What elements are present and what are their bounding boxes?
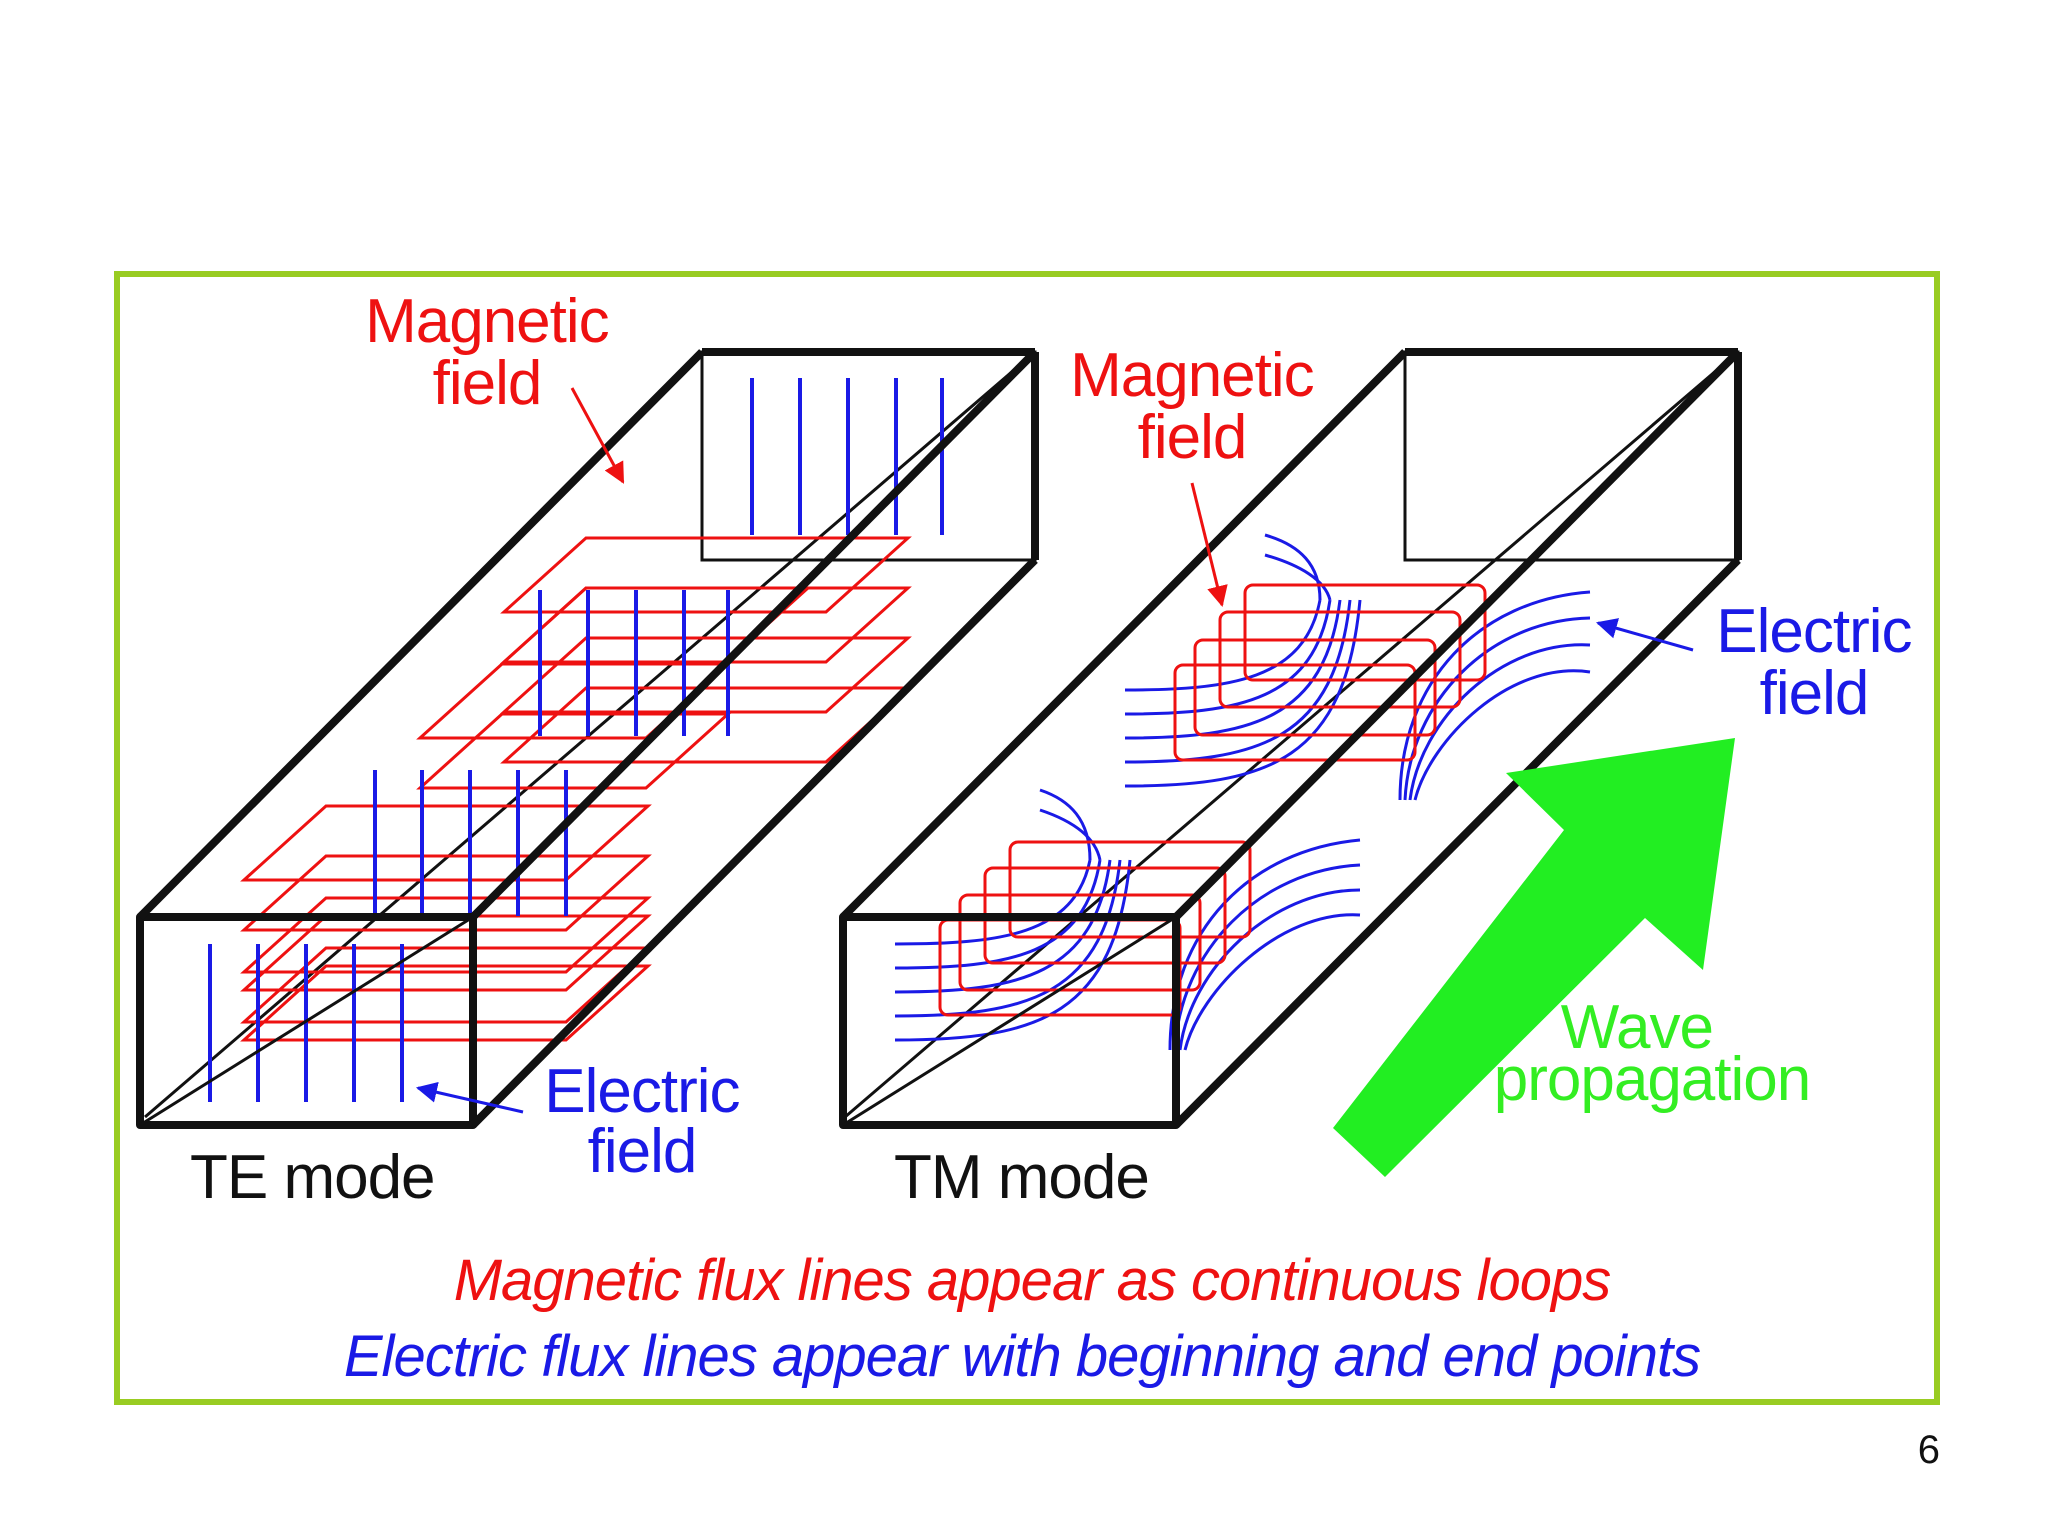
caption-electric: Electric flux lines appear with beginnin… <box>344 1324 1700 1389</box>
tm-electric-label: Electric field <box>1716 597 1928 728</box>
tm-mode-label: TM mode <box>894 1143 1149 1212</box>
tm-magnetic-pointer <box>1190 482 1228 608</box>
page-number: 6 <box>1917 1428 1940 1472</box>
tm-electric-lines <box>894 533 1591 1051</box>
te-magnetic-label: Magnetic field <box>365 287 625 418</box>
te-mode-label: TE mode <box>190 1143 435 1212</box>
tm-waveguide <box>839 348 1742 1129</box>
te-electric-label: Electric field <box>544 1057 756 1186</box>
caption-magnetic: Magnetic flux lines appear as continuous… <box>454 1248 1611 1313</box>
diagram-frame <box>114 271 1940 1405</box>
wave-propagation-arrow <box>1333 738 1735 1177</box>
te-magnetic-pointer <box>570 387 625 484</box>
tm-magnetic-label: Magnetic field <box>1070 341 1330 472</box>
tm-electric-pointer <box>1595 618 1694 652</box>
tm-magnetic-loops <box>938 583 1487 1017</box>
tm-box-outline <box>839 348 1742 1129</box>
te-electric-lines <box>208 378 944 1102</box>
te-box-outline <box>136 348 1039 1129</box>
tm-back-face <box>1403 350 1740 562</box>
te-electric-pointer <box>415 1081 524 1114</box>
te-waveguide <box>136 348 1039 1129</box>
wave-propagation-label: Wave propagation <box>1494 993 1811 1114</box>
